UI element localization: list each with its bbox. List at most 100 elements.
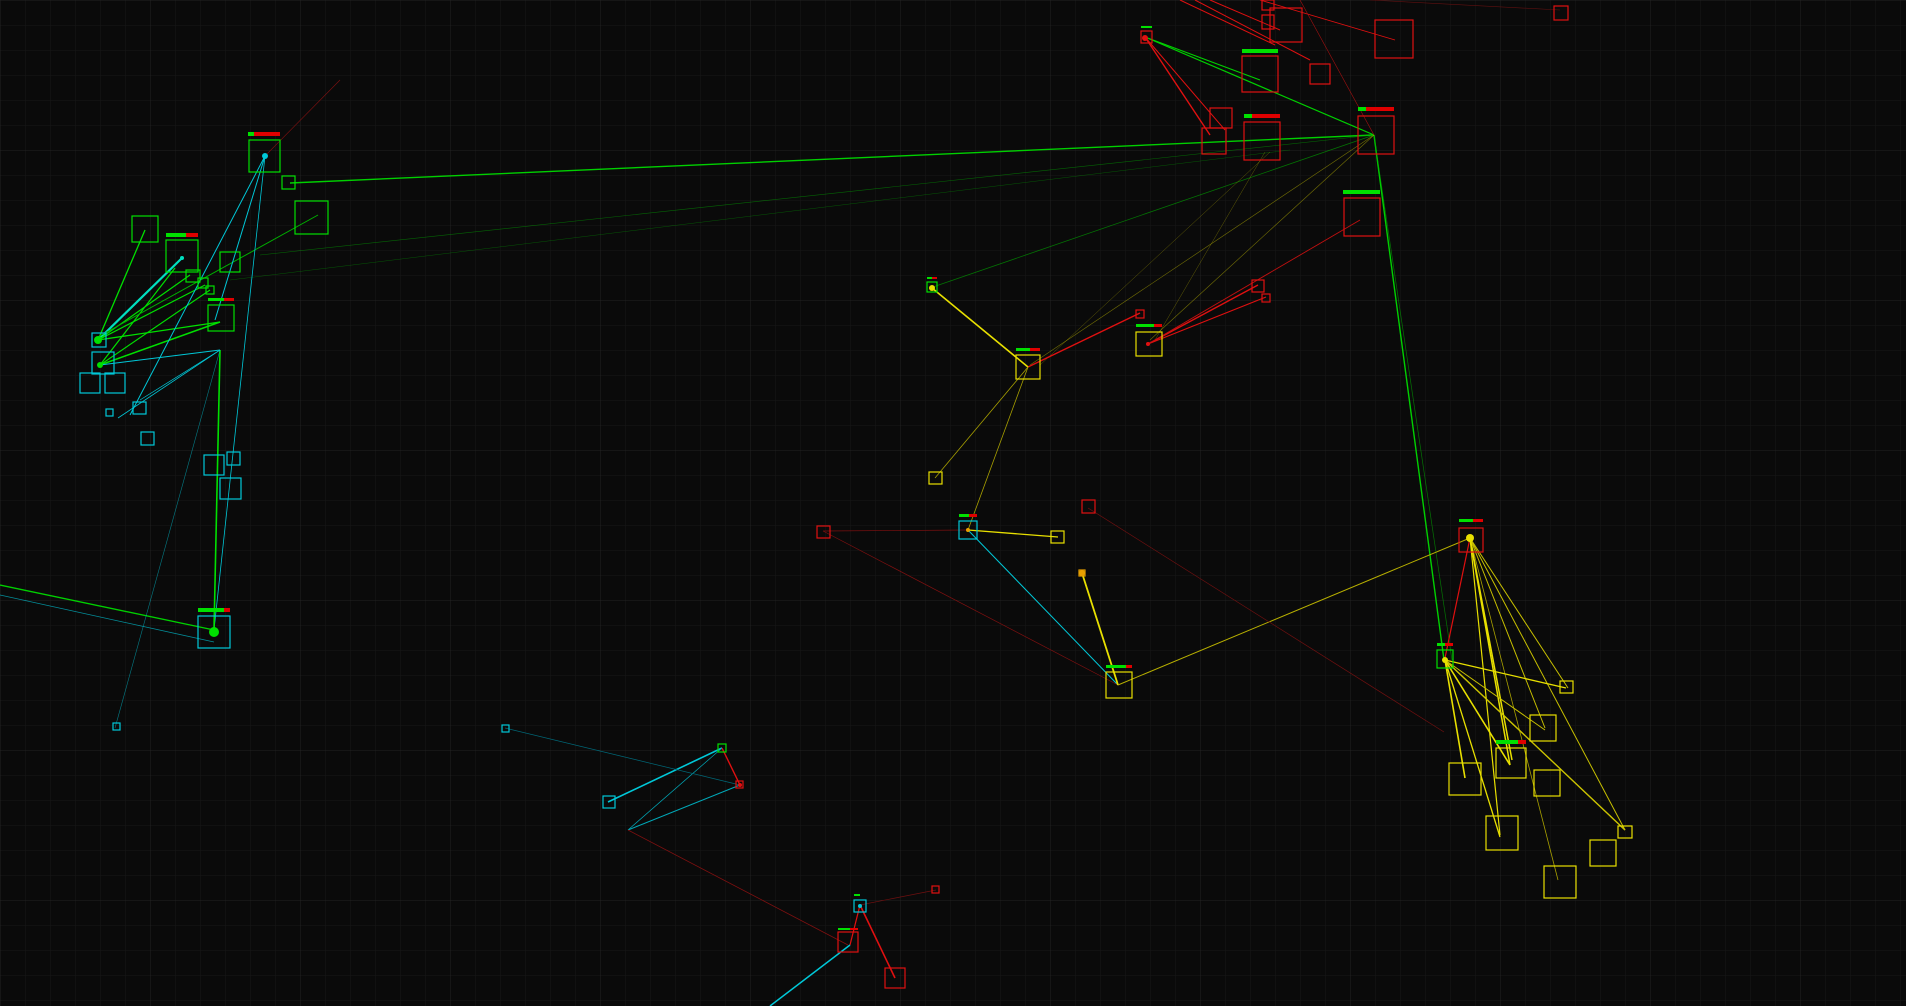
link-line xyxy=(1144,36,1226,131)
link-line xyxy=(1259,0,1396,41)
unit xyxy=(1485,815,1519,851)
health-bar-damage xyxy=(1154,324,1162,327)
health-bar-fill xyxy=(1016,348,1030,351)
unit xyxy=(91,351,115,375)
unit xyxy=(1261,14,1275,30)
unit-core xyxy=(97,362,103,368)
link-line xyxy=(139,349,221,401)
health-bar-fill xyxy=(854,894,860,896)
unit xyxy=(105,408,114,417)
unit xyxy=(112,722,121,731)
link-line xyxy=(1469,537,1559,881)
link-line xyxy=(1444,659,1501,838)
link-line xyxy=(822,529,969,532)
link-line xyxy=(264,79,341,157)
unit xyxy=(140,431,155,446)
health-bar-fill xyxy=(1459,519,1473,522)
link-line xyxy=(1154,151,1266,341)
health-bar-fill xyxy=(1343,190,1380,194)
link-line xyxy=(99,321,221,366)
unit xyxy=(1436,649,1454,669)
unit xyxy=(1374,19,1414,59)
link-line xyxy=(1194,0,1311,61)
link-line xyxy=(1444,659,1567,689)
health-bar-fill xyxy=(1106,665,1126,668)
link-line xyxy=(1469,537,1513,761)
unit xyxy=(203,454,225,476)
unit xyxy=(165,239,199,273)
units xyxy=(79,0,1633,989)
link-line xyxy=(1029,134,1375,366)
link-line xyxy=(504,727,741,786)
unit xyxy=(1559,680,1574,694)
unit xyxy=(884,967,906,989)
health-bar-damage xyxy=(1445,643,1453,646)
health-bar-damage xyxy=(932,277,937,279)
link-line xyxy=(1373,134,1445,661)
link-line xyxy=(967,529,1119,686)
link-line xyxy=(822,530,1119,686)
unit xyxy=(1135,309,1145,319)
health-bar-fill xyxy=(248,132,254,136)
link-line xyxy=(1469,537,1569,689)
unit-core xyxy=(262,153,268,159)
health-bar-fill xyxy=(838,928,850,930)
link-line xyxy=(967,529,1059,538)
unit xyxy=(219,477,242,500)
unit xyxy=(248,139,281,173)
link-line xyxy=(213,155,266,631)
unit xyxy=(1357,115,1395,155)
unit xyxy=(1050,530,1065,544)
link-line xyxy=(117,349,221,419)
health-bar-damage xyxy=(850,928,858,930)
link-line xyxy=(859,889,937,906)
unit xyxy=(1261,0,1275,11)
link-line xyxy=(99,289,211,366)
unit xyxy=(1241,55,1279,93)
unit xyxy=(717,743,727,753)
link-line xyxy=(1027,312,1141,368)
link-line xyxy=(627,829,849,946)
unit xyxy=(1533,769,1561,797)
link-line xyxy=(1144,36,1211,136)
health-bar-fill xyxy=(1437,643,1445,646)
unit-core xyxy=(966,528,970,532)
unit xyxy=(1543,865,1577,899)
unit-core xyxy=(1142,35,1148,41)
unit xyxy=(1529,714,1557,742)
unit-core xyxy=(738,783,742,787)
link-line xyxy=(1149,134,1375,341)
health-bar-damage xyxy=(224,298,234,301)
unit-core xyxy=(858,904,862,908)
link-line xyxy=(967,366,1029,531)
health-bar-damage xyxy=(969,514,977,517)
unit xyxy=(79,372,101,394)
health-bar-fill xyxy=(1141,26,1152,28)
unit-core xyxy=(1146,342,1150,346)
link-line xyxy=(929,134,1375,289)
link-line xyxy=(859,904,896,979)
link-line xyxy=(1469,537,1501,836)
unit xyxy=(1015,354,1041,380)
unit-core xyxy=(929,285,935,291)
unit xyxy=(185,269,201,283)
link-line xyxy=(97,229,146,341)
unit-core xyxy=(94,336,102,344)
link-line xyxy=(1369,0,1561,11)
unit xyxy=(853,899,867,913)
unit xyxy=(1269,7,1303,43)
link-line xyxy=(1147,219,1361,345)
health-bar-damage xyxy=(1126,665,1132,668)
unit xyxy=(1201,127,1227,155)
unit xyxy=(219,251,241,273)
link-lines xyxy=(0,0,1626,1006)
unit xyxy=(1251,279,1265,293)
health-bars xyxy=(166,26,1526,930)
unit xyxy=(197,615,231,649)
link-line xyxy=(213,349,221,631)
health-bar-damage xyxy=(186,233,198,237)
unit xyxy=(735,780,744,789)
link-line xyxy=(1144,36,1375,136)
